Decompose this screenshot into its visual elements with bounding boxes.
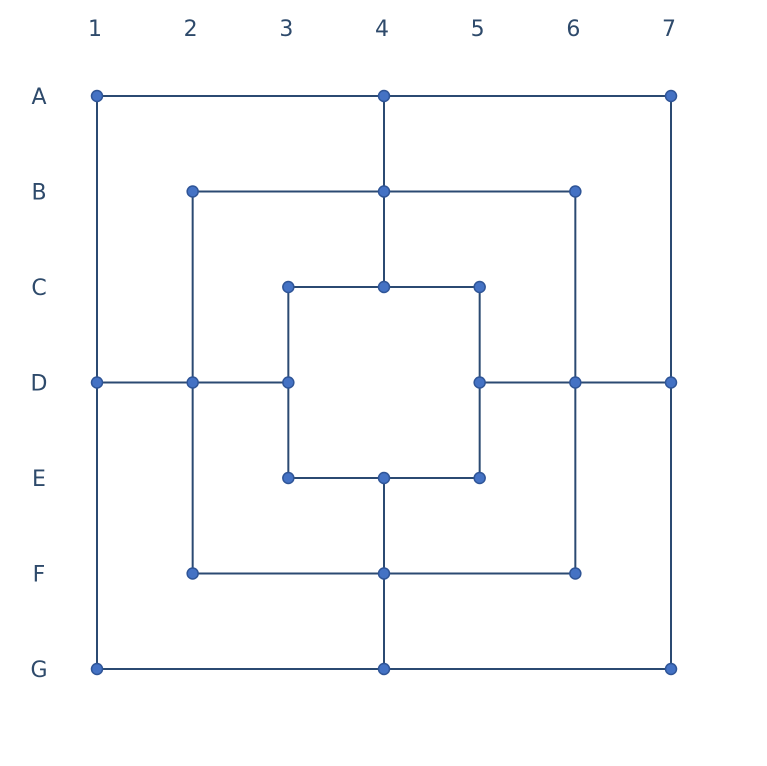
board-points <box>90 89 678 676</box>
board-point-d3[interactable] <box>282 376 295 389</box>
row-labels: A B C D E F G <box>30 85 47 683</box>
column-label-1: 1 <box>88 17 102 42</box>
board-point-f4[interactable] <box>377 567 391 580</box>
column-label-3: 3 <box>279 17 293 42</box>
row-label-c: C <box>31 276 46 301</box>
column-label-5: 5 <box>471 17 485 42</box>
row-label-f: F <box>33 563 46 588</box>
board-point-e5[interactable] <box>473 471 486 485</box>
board-point-c4[interactable] <box>377 280 391 294</box>
board-point-e3[interactable] <box>282 471 295 485</box>
board-point-c3[interactable] <box>282 280 295 294</box>
board-point-e4[interactable] <box>377 471 391 485</box>
column-label-6: 6 <box>566 17 580 42</box>
board-lines <box>96 95 673 670</box>
board-point-b4[interactable] <box>377 185 391 198</box>
row-label-d: D <box>31 372 48 397</box>
board-point-g1[interactable] <box>90 662 104 676</box>
board-point-b2[interactable] <box>186 185 199 198</box>
board-point-f6[interactable] <box>569 567 582 580</box>
column-labels: 1 2 3 4 5 6 7 <box>88 17 676 42</box>
row-label-g: G <box>30 658 47 683</box>
board-point-g7[interactable] <box>664 662 678 676</box>
row-label-a: A <box>31 85 46 110</box>
column-label-2: 2 <box>184 17 198 42</box>
board-point-a4[interactable] <box>377 89 391 103</box>
board-point-d1[interactable] <box>90 376 104 389</box>
row-label-b: B <box>31 181 46 206</box>
board-point-g4[interactable] <box>377 662 391 676</box>
board-point-f2[interactable] <box>186 567 199 580</box>
board-point-d6[interactable] <box>569 376 582 389</box>
board-point-a1[interactable] <box>90 89 104 103</box>
board-point-a7[interactable] <box>664 89 678 103</box>
board-point-d5[interactable] <box>473 376 486 389</box>
board-point-d7[interactable] <box>664 376 678 389</box>
row-label-e: E <box>32 467 46 492</box>
column-label-4: 4 <box>375 17 389 42</box>
column-label-7: 7 <box>662 17 676 42</box>
board-point-d2[interactable] <box>186 376 199 389</box>
board-point-b6[interactable] <box>569 185 582 198</box>
board-point-c5[interactable] <box>473 280 486 294</box>
